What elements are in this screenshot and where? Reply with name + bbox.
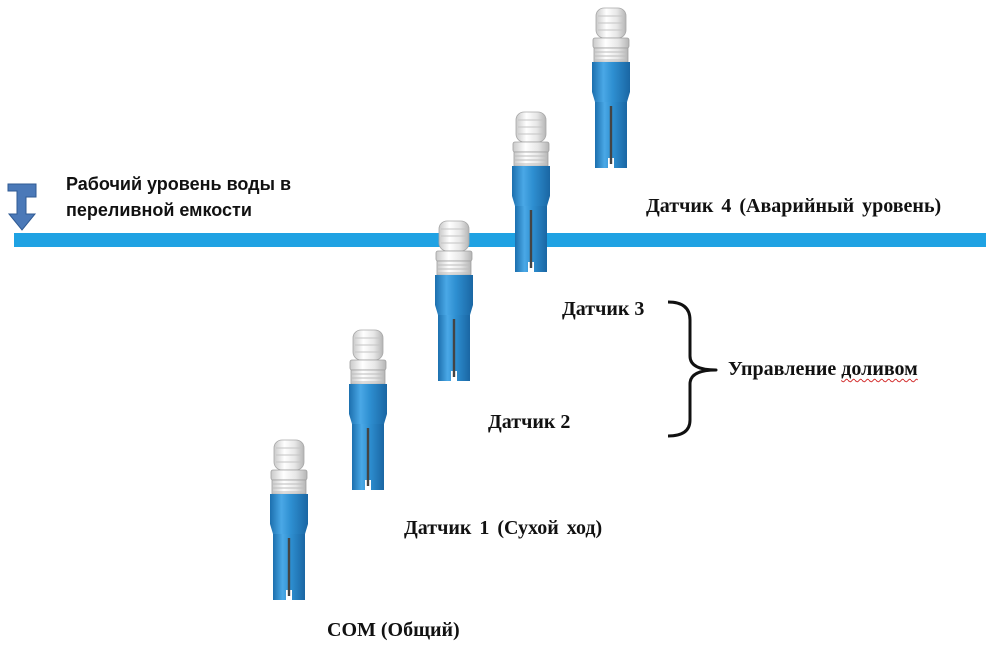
- water-level-label: Рабочий уровень воды в переливной емкост…: [66, 171, 291, 223]
- water-level-label-line-2: переливной емкости: [66, 200, 252, 220]
- control-label-underlined-word: доливом: [841, 358, 918, 380]
- sensor-1-label: Датчик 1 (Сухой ход): [404, 517, 603, 539]
- probe-sensor-1: [348, 329, 388, 491]
- right-curly-brace-icon: [667, 300, 718, 438]
- down-left-bent-arrow-icon: [7, 183, 37, 231]
- water-level-line: [14, 233, 986, 247]
- probe-sensor-4: [591, 7, 631, 169]
- probe-sensor-3: [511, 111, 551, 273]
- control-label: Управление доливом: [728, 358, 918, 381]
- probe-com: [269, 439, 309, 601]
- control-label-prefix: Управление: [728, 358, 842, 380]
- sensor-2-label: Датчик 2: [488, 411, 571, 433]
- water-level-label-line-1: Рабочий уровень воды в: [66, 174, 292, 194]
- probe-sensor-2: [434, 220, 474, 382]
- sensor-4-label: Датчик 4 (Аварийный уровень): [646, 195, 942, 217]
- sensor-3-label: Датчик 3: [562, 298, 645, 320]
- com-label: COM (Общий): [327, 619, 460, 641]
